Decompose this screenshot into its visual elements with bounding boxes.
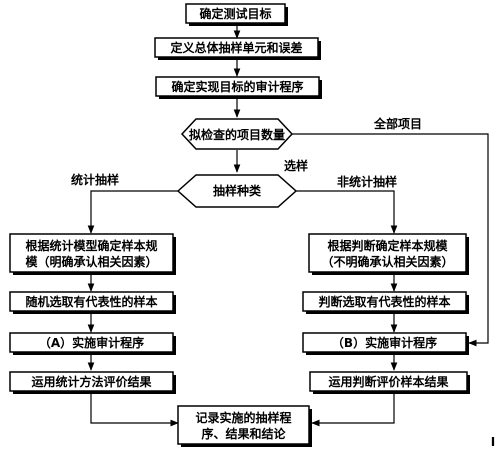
node-record: 记录实施的抽样程 序、结果和结论 [177,405,312,447]
node-stat-size-line2: 模（明确承认相关因素） [25,254,157,269]
node-sampling-type: 抽样种类 [176,174,298,208]
node-item-count: 拟检查的项目数量 [180,118,294,150]
label-select-sampling: 选样 [284,158,308,173]
node-define-procedures: 确定实现目标的审计程序 [155,76,322,99]
node-nonstat-evaluate-label: 运用判断评价样本结果 [328,374,448,389]
node-stat-size: 根据统计模型确定样本规 模（明确承认相关因素） [9,233,176,275]
node-nonstat-size-line2: （不明确承认相关因素） [321,254,453,269]
node-define-population-label: 定义总体抽样单元和误差 [170,40,302,55]
node-sampling-type-label: 抽样种类 [213,183,262,198]
label-nonstatistical: 非统计抽样 [337,174,397,189]
node-stat-select-label: 随机选取有代表性的样本 [25,294,157,309]
connectors [87,26,489,427]
stray-mark: I [491,435,495,449]
node-stat-perform: （A）实施审计程序 [9,332,176,355]
edge-stat-to-record [90,393,179,427]
node-record-line1: 记录实施的抽样程 [195,410,291,425]
edge-to-nonstatistical [296,190,398,234]
node-stat-evaluate-label: 运用统计方法评价结果 [31,374,151,389]
edge-nonstat-to-record [311,393,395,427]
edge-to-statistical [87,190,178,234]
node-define-procedures-label: 确定实现目标的审计程序 [171,79,303,94]
label-statistical: 统计抽样 [71,172,119,187]
node-nonstat-evaluate: 运用判断评价样本结果 [309,371,470,394]
node-stat-evaluate: 运用统计方法评价结果 [9,371,176,394]
node-nonstat-perform: （B）实施审计程序 [302,332,469,355]
node-record-line2: 序、结果和结论 [201,426,286,441]
node-nonstat-size-line1: 根据判断确定样本规模 [327,238,448,253]
node-define-objective-label: 确定测试目标 [199,6,271,21]
node-nonstat-perform-label: （B）实施审计程序 [332,335,437,350]
node-nonstat-select-label: 判断选取有代表性的样本 [318,294,450,309]
node-define-objective: 确定测试目标 [185,3,288,26]
label-all-items: 全部项目 [373,116,422,131]
node-item-count-label: 拟检查的项目数量 [189,127,285,142]
node-nonstat-select: 判断选取有代表性的样本 [302,291,469,314]
node-stat-perform-label: （A）实施审计程序 [39,335,144,350]
node-stat-size-line1: 根据统计模型确定样本规 [25,238,157,253]
node-define-population: 定义总体抽样单元和误差 [154,37,321,60]
node-nonstat-size: 根据判断确定样本规模 （不明确承认相关因素） [308,233,469,275]
node-stat-select: 随机选取有代表性的样本 [9,291,176,314]
edge-all-items [292,133,489,347]
